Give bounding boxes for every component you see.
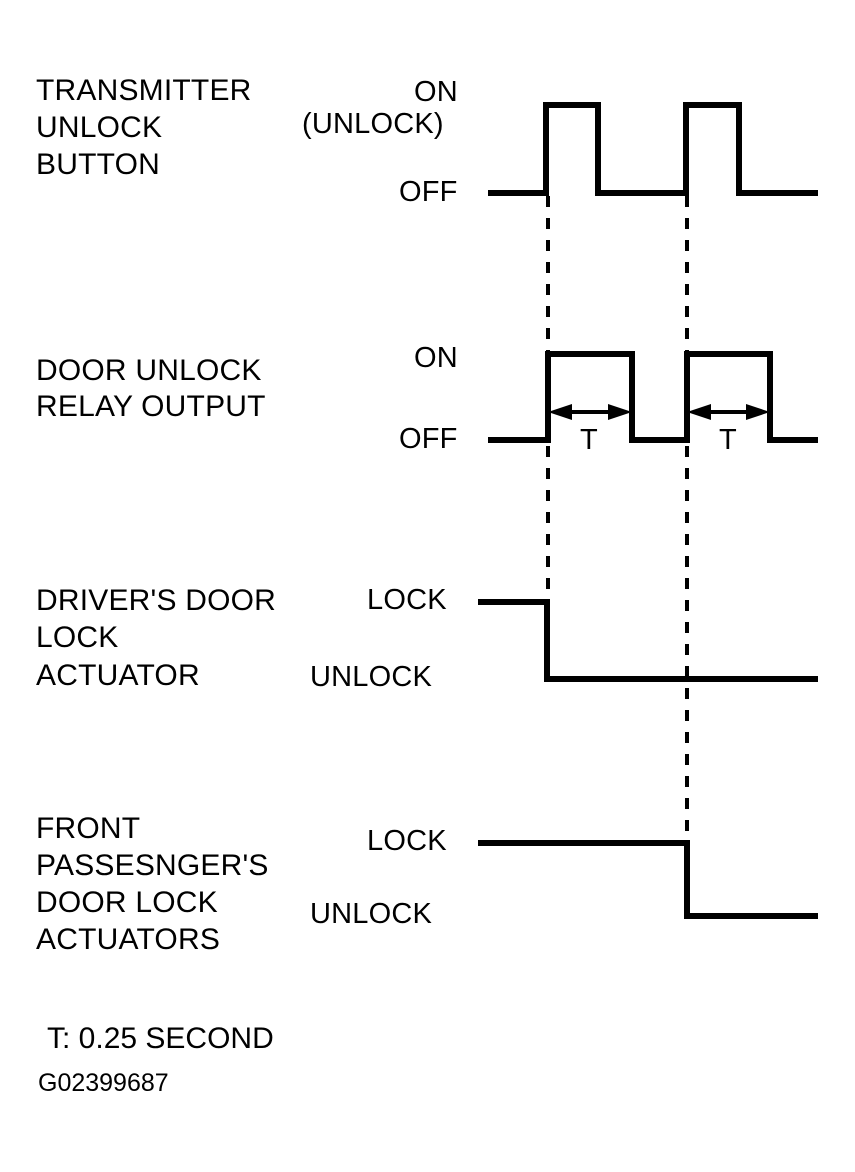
signal-1-label-line-1: TRANSMITTER [36,74,252,107]
signal-2-state-off-label: OFF [399,423,458,455]
duration-label-t-1: T [580,424,598,456]
signal-3-label-line-3: ACTUATOR [36,659,200,692]
duration-label-t-2: T [719,424,737,456]
duration-arrow-1-head-left [548,404,572,420]
signal-1-label-line-2: UNLOCK [36,111,163,144]
signal-3-state-unlock-label: UNLOCK [310,661,433,693]
signal-4-label-line-3: DOOR LOCK [36,886,218,919]
waveform-transmitter-unlock-button [488,102,818,196]
signal-3-label-line-2: LOCK [36,621,119,654]
footnote-duration: T: 0.25 SECOND [47,1022,274,1055]
waveform-drivers-door-lock-actuator [478,599,818,682]
signal-2-label-line-2: RELAY OUTPUT [36,390,266,423]
signal-4-label-line-1: FRONT [36,812,141,845]
signal-1-state-on-label: ON [414,76,458,108]
signal-3-label-line-1: DRIVER'S DOOR [36,584,277,617]
signal-4-label-line-4: ACTUATORS [36,923,221,956]
duration-arrow-1-head-right [608,404,632,420]
duration-arrow-2-head-right [746,404,770,420]
signal-4-state-lock-label: LOCK [367,825,447,857]
waveform-door-unlock-relay-output [488,351,818,443]
signal-2-state-on-label: ON [414,342,458,374]
signal-1-unlock-note: (UNLOCK) [302,108,444,140]
figure-id: G02399687 [38,1069,169,1097]
signal-4-state-unlock-label: UNLOCK [310,898,433,930]
duration-arrow-2-head-left [687,404,711,420]
signal-3-state-lock-label: LOCK [367,584,447,616]
signal-1-label-line-3: BUTTON [36,148,160,181]
signal-1-state-off-label: OFF [399,176,458,208]
signal-2-label-line-1: DOOR UNLOCK [36,354,262,387]
signal-4-label-line-2: PASSESNGER'S [36,849,269,882]
waveform-front-passenger-door-lock-actuators [478,840,818,919]
